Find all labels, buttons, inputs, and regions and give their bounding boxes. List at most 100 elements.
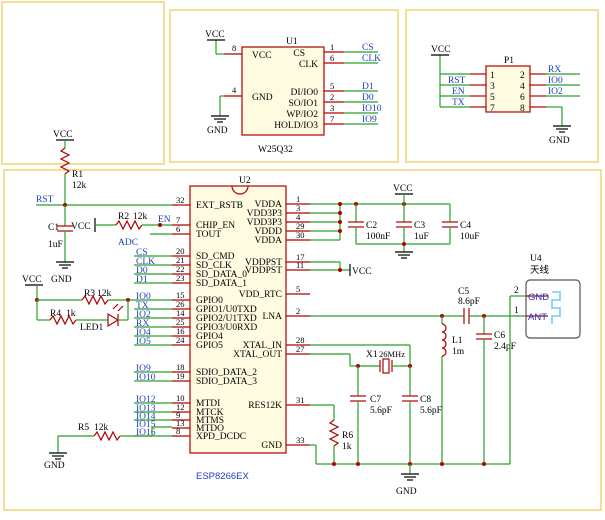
u1-ref: U1 [286,37,298,47]
u2-pin-num: 31 [296,395,305,405]
ground-icon [401,473,419,481]
c6-value: 2.4pF [494,342,516,352]
u2-pin-name: SDIO_DATA_2 [196,368,257,378]
net-label: IO16 [136,428,156,438]
u2-pin-name: CHIP_EN [196,221,235,231]
u1-pin-name: CS [293,49,305,59]
u2-pin-num: 20 [176,246,185,256]
net-label: IO9 [136,364,151,374]
crystal-section: X1 26MHz C7 5.6pF C8 5.6pF [310,344,442,464]
net-label: CLK [136,257,155,267]
u1-pin-num: 7 [330,114,334,124]
u2-pin-num: 25 [176,317,185,327]
net-label: D0 [136,266,148,276]
net-label-rst: RST [36,195,54,205]
frame-left-top [1,1,165,165]
net-label-cs: CS [362,43,374,53]
p1-pin-num: 5 [490,93,495,103]
gnd-label: GND [207,126,228,136]
u2-pin-name: SDIO_DATA_3 [196,377,257,387]
net-label-io2: IO2 [548,87,563,97]
u2-pin-name: GPIO3/U0RXD [196,323,257,333]
u1-nets: CS CLK D1 D0 IO10 IO9 VCC GND [205,30,382,136]
u2-pin-num: 5 [296,284,300,294]
u2-pin-num: 17 [296,252,305,262]
r4-ref: R4 [50,309,61,319]
u1-name: W25Q32 [258,145,293,155]
c3-value: 1uF [414,232,429,242]
ground-icon [211,115,229,123]
u2-pin-name: SD_DATA_1 [196,279,247,289]
u2-pin-num: 1 [296,194,300,204]
u2-pin-num: 6 [176,224,180,234]
u2-pin-name: VDDD [255,227,283,237]
l1-ref: L1 [452,336,463,346]
u2-pin-num: 15 [176,290,185,300]
u2-pin-num: 23 [176,273,185,283]
u2-pin-num: 10 [176,393,185,403]
c3-ref: C3 [414,221,425,231]
vcc-label: VCC [393,184,413,194]
net-label: IO2 [136,310,151,320]
u2-left-nets: RST VCC R1 12k C1 1uF GND VCC R2 12k EN [22,130,172,471]
inductor-l1 [441,323,447,357]
x1-value: 26MHz [379,349,405,359]
header-p1: P1 1 3 5 7 2 4 6 8 [470,56,546,114]
u2-pin-name: MTDO [196,424,224,434]
u2-pin-num: 24 [176,335,185,345]
u2-pin-name: VDDPST [245,266,282,276]
r4-value: 1k [66,309,76,319]
io-bus-lines [134,255,172,437]
u1-pin-name: WP/IO2 [286,110,318,120]
u2-pin-name: VDDA [255,200,283,210]
r5-ref: R5 [78,423,89,433]
frame-main [3,169,602,511]
r6-value: 1k [342,442,352,452]
u1-pin-num: 5 [330,81,334,91]
c6-ref: C6 [494,331,505,341]
u2-pin-name: RES12K [248,401,282,411]
p1-pin-num: 2 [520,71,525,81]
u1-pin-name: CLK [299,60,318,70]
u2-pin-name: VDDPST [245,258,282,268]
u2-pin-num: 18 [176,362,185,372]
net-label: IO0 [136,292,151,302]
u4-name: 天线 [530,264,550,276]
u1-pin-num: 8 [232,43,236,53]
u2-left-pins: 32EXT_RSTB7CHIP_EN6TOUT20SD_CMDCS21SD_CL… [136,195,257,442]
vcc-label: VCC [53,130,73,140]
u2-pin-num: 4 [296,212,301,222]
c1-value: 1uF [48,240,63,250]
u2-pin-name: SD_DATA_0 [196,270,247,280]
u2-pin-name: GPIO1/U0TXD [196,305,257,315]
ant-pin-name: ANT [528,312,547,323]
resistor-r5 [93,430,121,442]
u2-pin-num: 8 [176,426,180,436]
c2-value: 100nF [366,232,390,242]
ant-pin-num: 2 [514,286,519,296]
u2-pin-name: GPIO0 [196,296,223,306]
net-label-adc: ADC [118,238,138,248]
u1-pin-num: 1 [330,42,334,52]
u2-pin-name: SD_CMD [196,252,235,262]
u2-pin-name: SD_CLK [196,261,232,271]
u2-ref: U2 [239,176,251,186]
u2-pin-num: 19 [176,371,185,381]
u2-pin-num: 7 [176,215,180,225]
r6-ref: R6 [342,431,353,441]
u1-pin-name: HOLD/IO3 [274,121,318,131]
net-label-io9: IO9 [362,115,377,125]
gnd-label: GND [44,461,65,471]
u2-pin-num: 2 [296,306,300,316]
u2-pin-name: EXT_RSTB [196,201,243,211]
u1-pin-name: VCC [252,51,272,61]
u2-pin-name: VDD3P3 [247,209,283,219]
u2-pin-name: XTAL_IN [243,341,282,351]
vcc-label: VCC [22,275,42,285]
u2-pin-num: 27 [296,344,305,354]
u2-pin-num: 14 [176,308,185,318]
net-label: IO15 [136,420,156,430]
crystal-x1 [382,358,390,374]
u1-pin-name: DI/IO0 [291,88,319,98]
net-label-tx: TX [452,98,465,108]
